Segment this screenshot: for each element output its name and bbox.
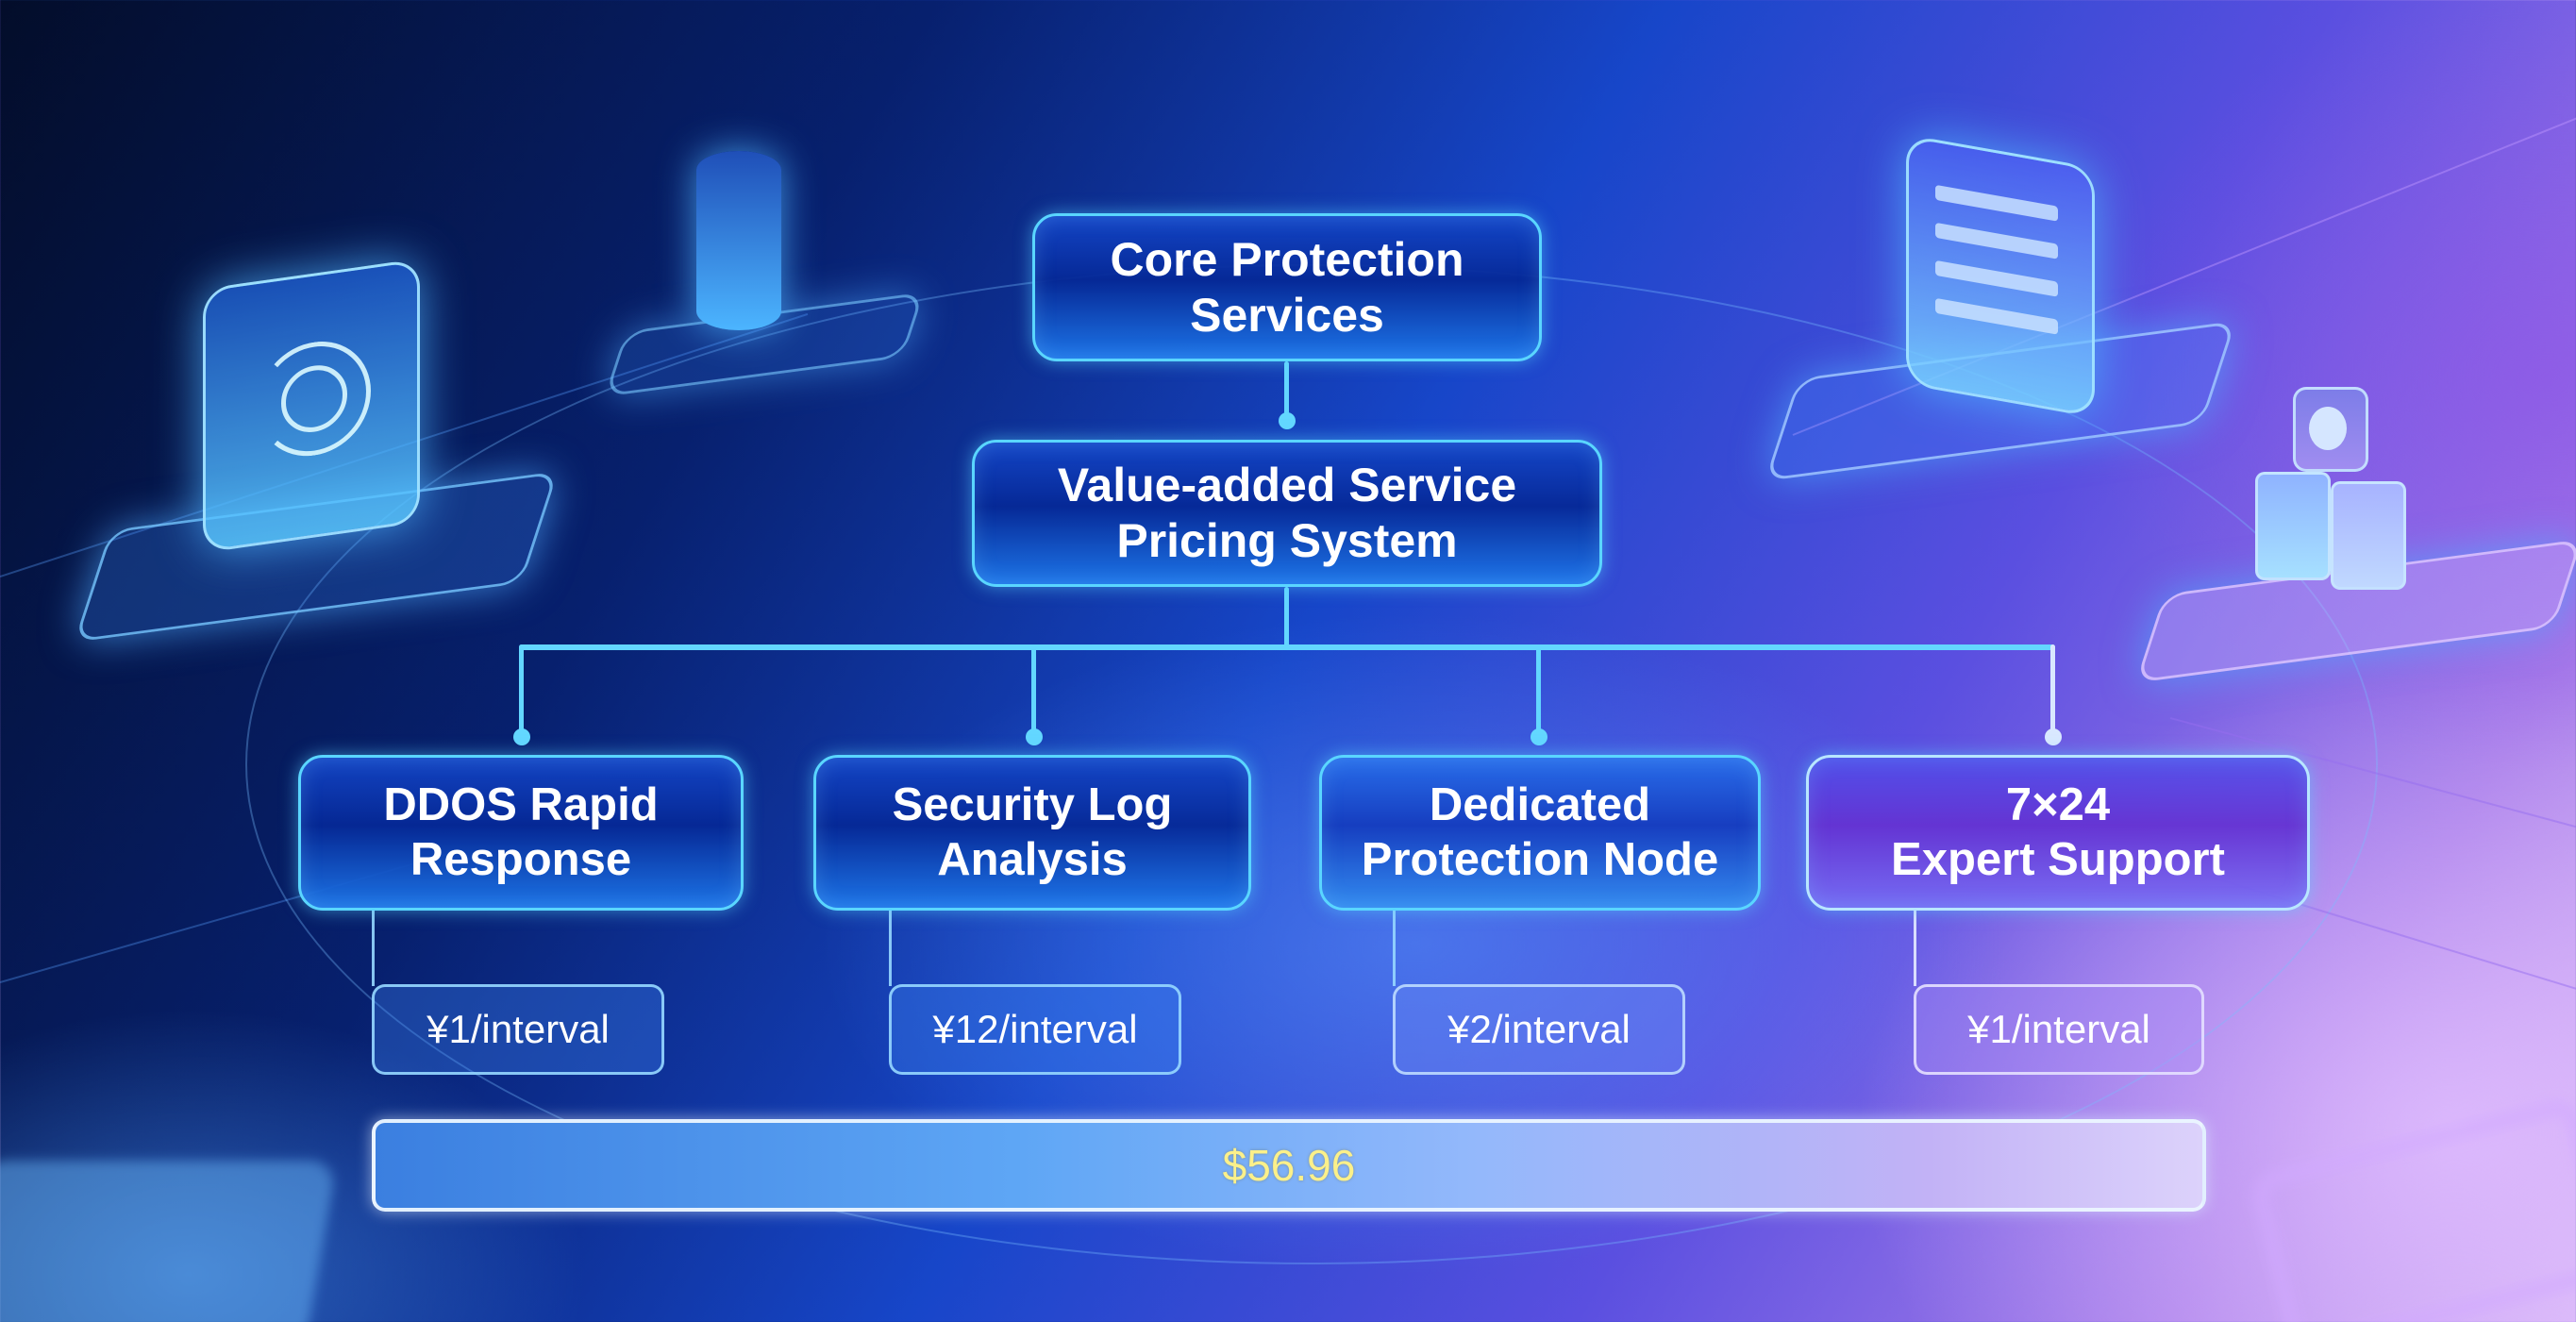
node-dedicated-protection-node[interactable]: Dedicated Protection Node bbox=[1319, 755, 1761, 911]
connector-branch-3 bbox=[1536, 644, 1541, 739]
total-amount: $56.96 bbox=[1222, 1141, 1356, 1190]
node-label: Expert Support bbox=[1891, 833, 2225, 885]
grid-line bbox=[1792, 115, 2576, 436]
node-label: Protection Node bbox=[1361, 833, 1719, 885]
price-connector bbox=[372, 911, 375, 986]
connector-branch-4 bbox=[2050, 644, 2055, 739]
node-core-protection-services[interactable]: Core Protection Services bbox=[1032, 213, 1542, 361]
node-ddos-rapid-response[interactable]: DDOS Rapid Response bbox=[298, 755, 744, 911]
node-label: DDOS Rapid bbox=[383, 778, 659, 830]
node-label: Core Protection bbox=[1110, 232, 1464, 286]
node-label: Pricing System bbox=[1116, 514, 1458, 567]
connector-root bbox=[1284, 361, 1289, 420]
price-tag-dedicated-node: ¥2/interval bbox=[1393, 984, 1685, 1075]
node-label: Dedicated bbox=[1429, 778, 1651, 830]
price-connector bbox=[1914, 911, 1916, 986]
node-security-log-analysis[interactable]: Security Log Analysis bbox=[813, 755, 1251, 911]
node-label: Response bbox=[410, 833, 632, 885]
node-label: Analysis bbox=[937, 833, 1128, 885]
connector-dot bbox=[2045, 728, 2062, 745]
price-tag-expert-support: ¥1/interval bbox=[1914, 984, 2204, 1075]
foreground-block bbox=[0, 1161, 338, 1322]
grid-line bbox=[0, 312, 809, 577]
node-expert-support[interactable]: 7×24 Expert Support bbox=[1806, 755, 2310, 911]
node-label: Services bbox=[1190, 288, 1384, 342]
price-tag-ddos: ¥1/interval bbox=[372, 984, 664, 1075]
node-label: Security Log bbox=[892, 778, 1173, 830]
connector-trunk bbox=[1284, 587, 1289, 649]
connector-branch-1 bbox=[519, 644, 524, 739]
node-pricing-system[interactable]: Value-added Service Pricing System bbox=[972, 440, 1602, 587]
connector-dot bbox=[513, 728, 530, 745]
total-price-bar: $56.96 bbox=[372, 1119, 2206, 1212]
connector-dot bbox=[1026, 728, 1043, 745]
price-connector bbox=[1393, 911, 1396, 986]
node-label: Value-added Service bbox=[1057, 459, 1517, 511]
connector-branch-2 bbox=[1031, 644, 1036, 739]
connector-branch bbox=[519, 644, 2055, 650]
node-label: 7×24 bbox=[2005, 778, 2111, 830]
price-connector bbox=[889, 911, 892, 986]
connector-dot bbox=[1279, 412, 1296, 429]
foreground-block bbox=[2247, 1094, 2576, 1322]
connector-dot bbox=[1531, 728, 1547, 745]
price-tag-security-log: ¥12/interval bbox=[889, 984, 1181, 1075]
